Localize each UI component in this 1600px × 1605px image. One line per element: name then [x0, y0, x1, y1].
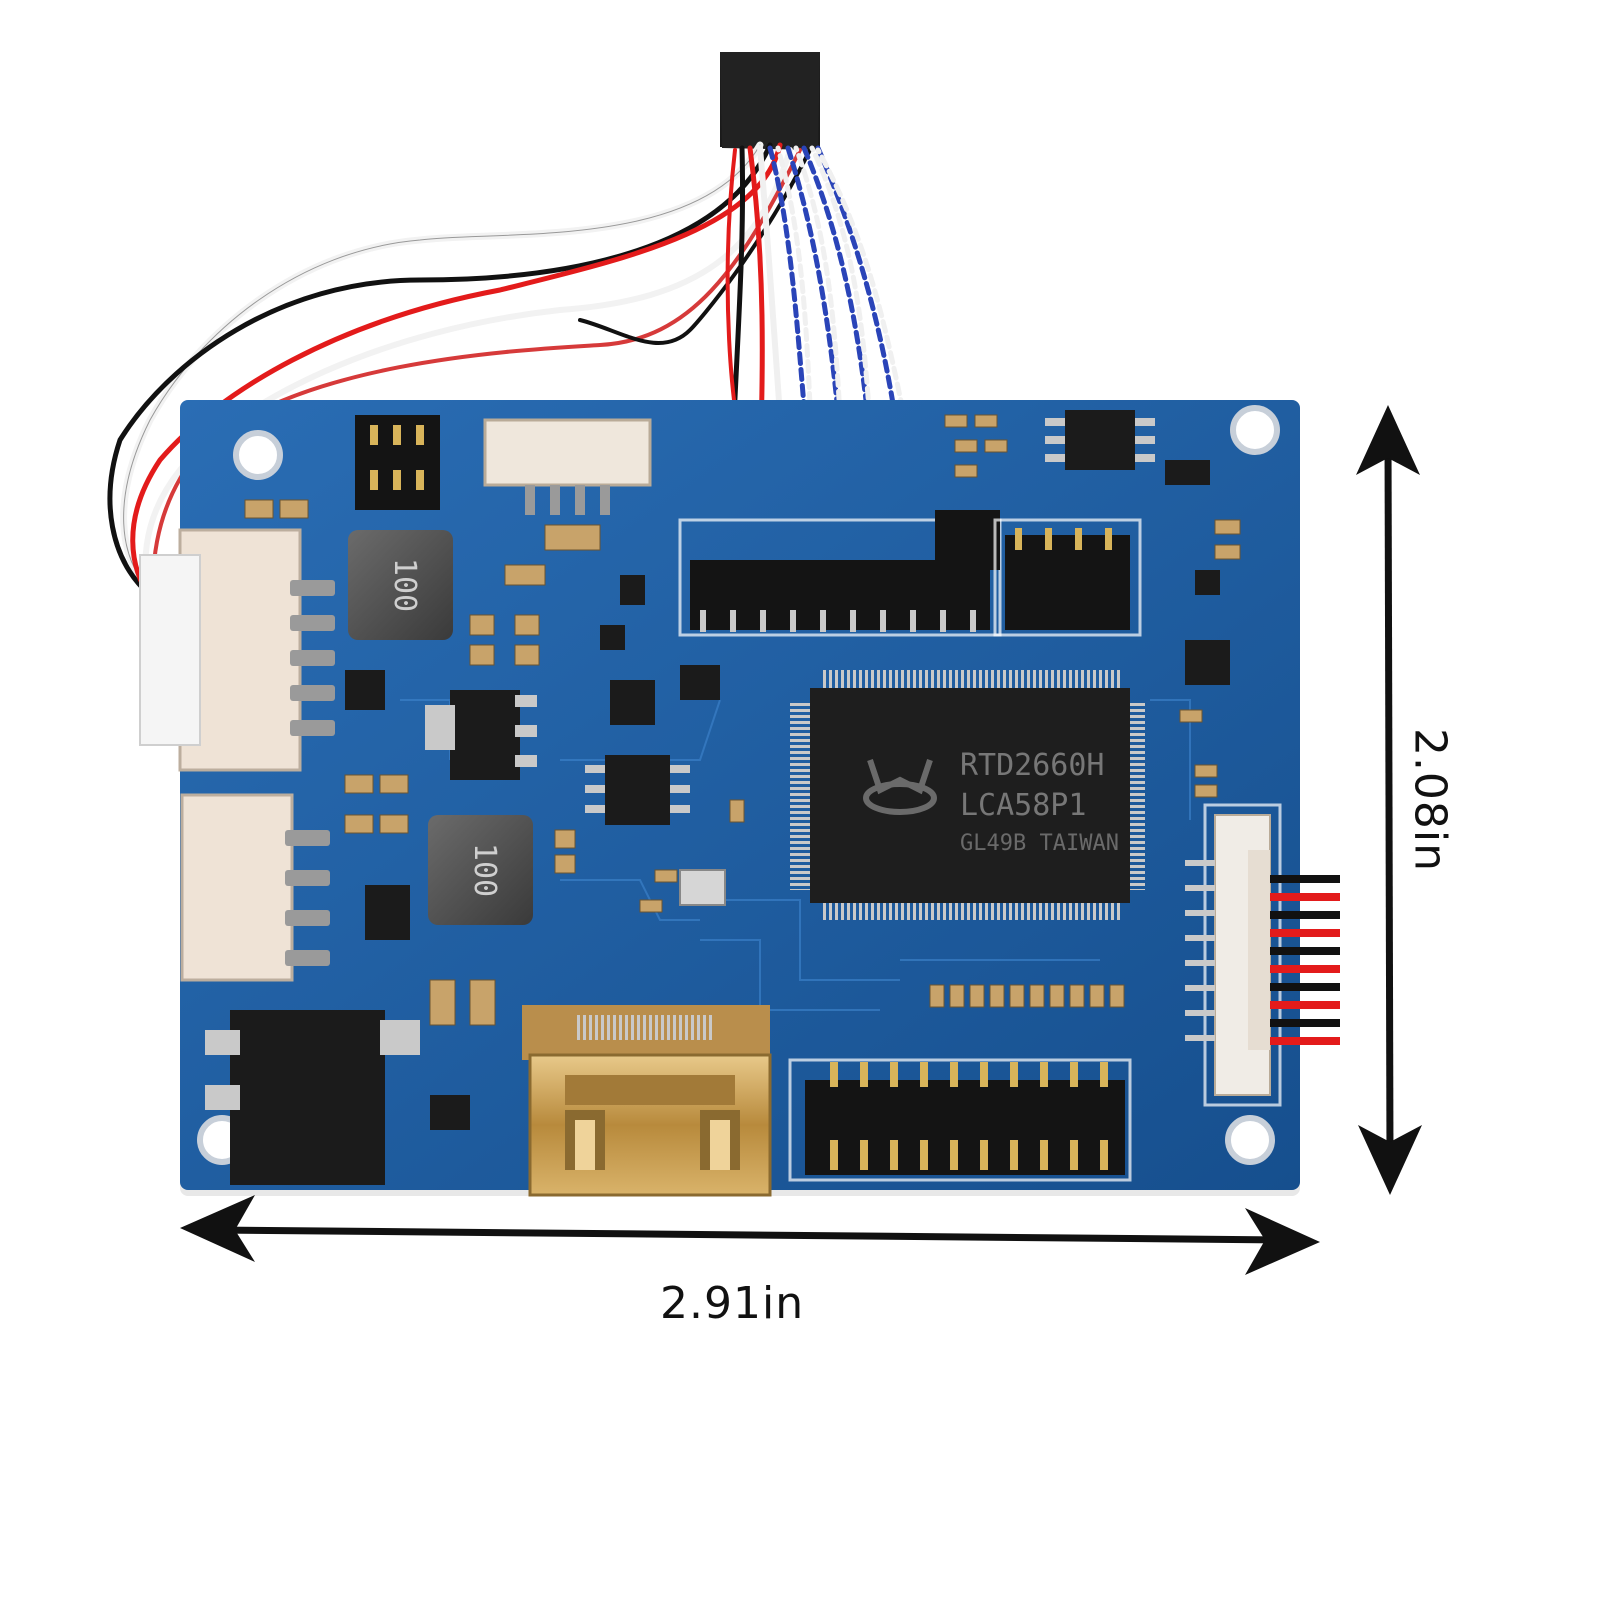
inductor-bottom: 100: [428, 815, 533, 925]
transistors: [345, 460, 1230, 1130]
realtek-logo: [863, 759, 937, 815]
crystal-oscillator: [679, 869, 726, 906]
dc-power-jack: [205, 1010, 420, 1185]
power-connector-top: [139, 528, 335, 772]
inductor-marking-top: 100: [387, 558, 422, 612]
pin-header-top-right: [993, 518, 1142, 637]
small-white-connector: [483, 418, 652, 515]
chip-marking-line1: RTD2660H: [960, 748, 1105, 783]
keypad-ribbon-wires: [1270, 875, 1340, 1045]
pin-header-bottom: [788, 1058, 1132, 1182]
pcb-board: 100 100: [139, 400, 1340, 1197]
keypad-connector: [1185, 803, 1282, 1107]
inductor-marking-bottom: 100: [467, 843, 502, 897]
power-connector-bottom: [180, 793, 330, 982]
soic-chip: [585, 755, 690, 825]
main-scaler-chip: RTD2660H LCA58P1 GL49B TAIWAN: [790, 670, 1145, 920]
height-dimension-arrow: [1356, 405, 1422, 1195]
width-dimension-arrow: [180, 1195, 1320, 1275]
mounting-hole: [233, 430, 283, 480]
chip-marking-line3: GL49B TAIWAN: [960, 831, 1119, 856]
mounting-hole: [1225, 1115, 1275, 1165]
lvds-cable-bundle: [720, 52, 820, 150]
mounting-hole: [1230, 405, 1280, 455]
pin-header-small: [355, 415, 440, 510]
height-dimension-label: 2.08in: [1404, 727, 1456, 873]
smd-components: [244, 414, 1241, 1026]
hdmi-port: [522, 1005, 772, 1197]
width-dimension-label: 2.91in: [660, 1278, 805, 1329]
voltage-regulator: [425, 690, 537, 780]
inductor-top: 100: [348, 530, 453, 640]
eeprom-chip: [1045, 410, 1155, 470]
lvds-header-connector: [678, 510, 1002, 637]
chip-marking-line2: LCA58P1: [960, 788, 1086, 823]
